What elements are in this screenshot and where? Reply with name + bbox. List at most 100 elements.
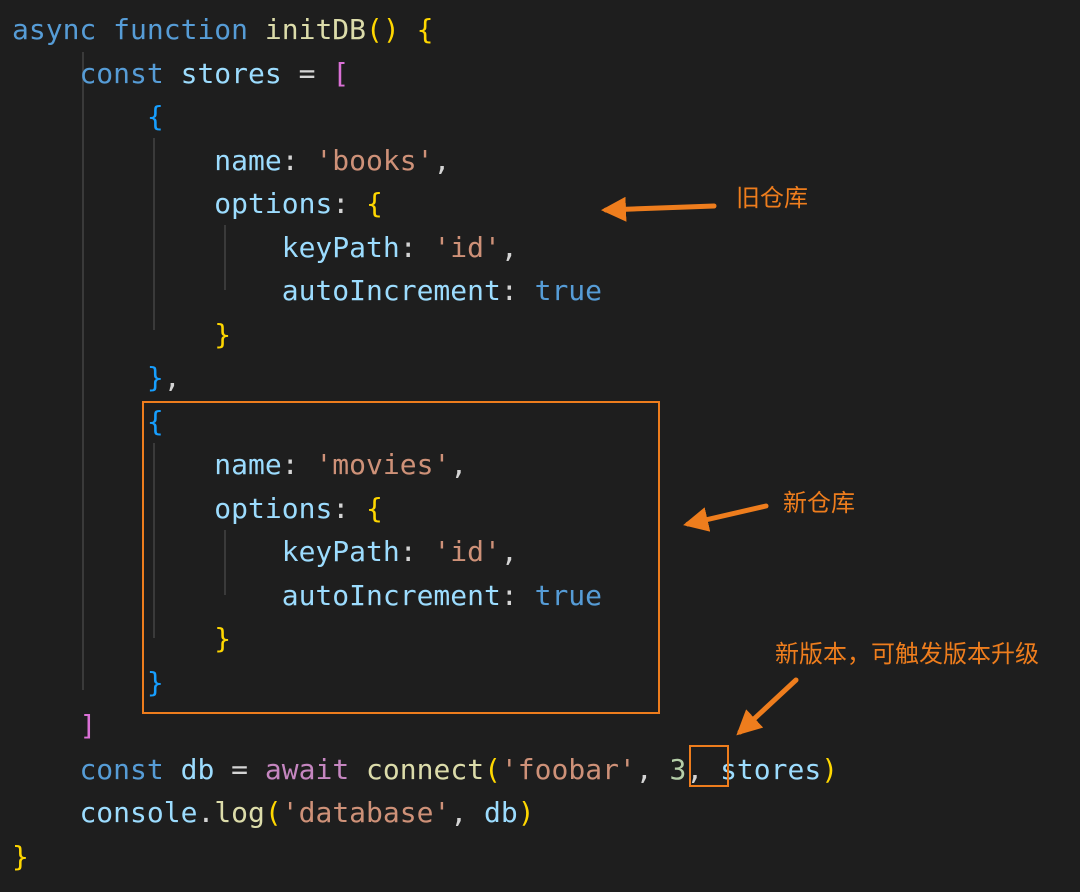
code-token: true bbox=[534, 274, 603, 307]
code-token: } bbox=[146, 665, 164, 699]
code-token: 'movies' bbox=[315, 448, 451, 481]
code-token: = bbox=[281, 56, 333, 90]
code-token: : bbox=[281, 143, 316, 177]
code-token: , bbox=[500, 230, 518, 264]
code-token: , bbox=[450, 448, 468, 481]
new-store-label: 新仓库 bbox=[783, 489, 855, 517]
code-token: ( bbox=[484, 752, 501, 786]
code-token: { bbox=[366, 491, 383, 525]
code-token: 'database' bbox=[281, 796, 451, 829]
code-line[interactable]: const db = await connect('foobar', 3, st… bbox=[12, 748, 838, 791]
code-line[interactable]: } bbox=[12, 313, 231, 356]
code-line[interactable]: autoIncrement: true bbox=[12, 574, 602, 617]
code-token: 'id' bbox=[433, 230, 501, 264]
code-token: . bbox=[197, 796, 215, 829]
code-line[interactable]: keyPath: 'id', bbox=[12, 226, 518, 269]
code-token: : bbox=[500, 274, 535, 307]
old-store-arrow bbox=[601, 196, 717, 222]
code-token: ) bbox=[517, 796, 535, 829]
code-token: , bbox=[163, 361, 181, 394]
code-token: initDB bbox=[264, 13, 367, 46]
code-token: : bbox=[281, 448, 316, 481]
code-token: { bbox=[416, 13, 434, 46]
code-token: { bbox=[146, 404, 164, 438]
code-token: : bbox=[500, 578, 535, 612]
code-token: 'books' bbox=[315, 143, 434, 177]
code-token: { bbox=[146, 100, 164, 133]
code-token: stores bbox=[180, 56, 282, 90]
code-token: 'foobar' bbox=[500, 752, 636, 786]
indent-guide bbox=[153, 443, 155, 638]
code-token: : bbox=[399, 535, 434, 568]
new-store-arrow bbox=[683, 503, 769, 532]
code-token: keyPath bbox=[281, 230, 400, 264]
code-token: : bbox=[332, 491, 367, 525]
code-token: function bbox=[113, 13, 249, 46]
code-token: } bbox=[12, 839, 29, 873]
code-token: () bbox=[366, 13, 400, 46]
code-token: await bbox=[264, 752, 350, 786]
version-highlight-box bbox=[689, 745, 729, 787]
code-token: , bbox=[450, 796, 485, 829]
code-line[interactable]: { bbox=[12, 95, 164, 138]
code-line[interactable]: options: { bbox=[12, 182, 383, 225]
code-token: log bbox=[214, 796, 265, 829]
code-line[interactable]: autoIncrement: true bbox=[12, 269, 602, 312]
code-token: const bbox=[79, 56, 164, 90]
code-line[interactable]: const stores = [ bbox=[12, 52, 349, 95]
code-token: ] bbox=[79, 709, 97, 742]
code-line[interactable]: } bbox=[12, 835, 29, 878]
code-token: connect bbox=[366, 752, 485, 786]
code-token: keyPath bbox=[281, 535, 400, 568]
code-line[interactable]: ] bbox=[12, 704, 96, 747]
code-line[interactable]: keyPath: 'id', bbox=[12, 530, 518, 573]
code-line[interactable]: async function initDB() { bbox=[12, 8, 433, 51]
code-token: name bbox=[214, 143, 282, 177]
version-arrow bbox=[736, 677, 799, 736]
code-token: } bbox=[214, 317, 232, 351]
code-token: = bbox=[214, 752, 265, 786]
code-token: , bbox=[500, 535, 518, 568]
old-store-label: 旧仓库 bbox=[736, 184, 808, 212]
code-token: name bbox=[214, 448, 282, 481]
code-token: [ bbox=[332, 56, 350, 90]
code-token: { bbox=[366, 187, 383, 220]
code-line[interactable]: console.log('database', db) bbox=[12, 791, 535, 834]
indent-guide bbox=[82, 52, 84, 690]
code-token: 'id' bbox=[433, 535, 501, 568]
code-token: options bbox=[214, 187, 333, 220]
code-token: async bbox=[12, 13, 97, 46]
version-upgrade-label: 新版本，可触发版本升级 bbox=[775, 640, 1039, 668]
code-line[interactable]: } bbox=[12, 617, 231, 660]
code-token: stores bbox=[720, 752, 822, 786]
code-line[interactable]: } bbox=[12, 661, 164, 704]
indent-guide bbox=[224, 530, 226, 595]
code-token: 3 bbox=[669, 752, 687, 786]
indent-guide bbox=[224, 225, 226, 290]
code-line[interactable]: options: { bbox=[12, 487, 383, 530]
code-token: true bbox=[534, 578, 603, 612]
code-token: } bbox=[214, 622, 232, 655]
indent-guide bbox=[153, 138, 155, 330]
code-token: autoIncrement bbox=[281, 578, 501, 612]
code-line[interactable]: name: 'books', bbox=[12, 139, 450, 182]
code-token: , bbox=[433, 143, 451, 177]
code-token: const bbox=[79, 752, 164, 786]
code-token: console bbox=[79, 796, 198, 829]
code-token: options bbox=[214, 491, 333, 525]
code-token: ) bbox=[821, 752, 839, 786]
code-token: db bbox=[180, 752, 215, 786]
code-token: autoIncrement bbox=[281, 274, 501, 307]
code-line[interactable]: { bbox=[12, 400, 164, 443]
new-store-highlight-box bbox=[142, 401, 660, 714]
code-line[interactable]: }, bbox=[12, 356, 181, 399]
code-token: : bbox=[332, 187, 367, 220]
code-token: db bbox=[484, 796, 518, 829]
code-token: ( bbox=[264, 796, 282, 829]
code-token: , bbox=[635, 752, 670, 786]
code-token: } bbox=[146, 361, 164, 394]
code-token: : bbox=[399, 230, 434, 264]
code-line[interactable]: name: 'movies', bbox=[12, 443, 467, 486]
